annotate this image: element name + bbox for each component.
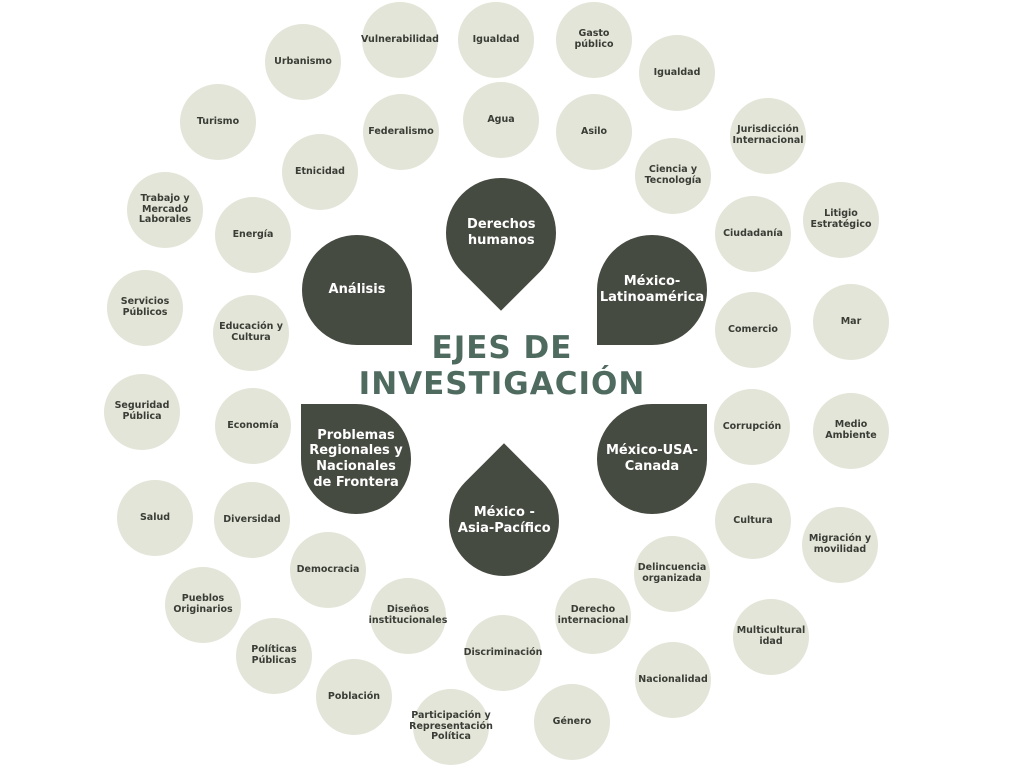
axis-mexico-asia-pacifico: México - Asia-Pacífico (426, 443, 582, 599)
topic-bubble: Corrupción (714, 389, 790, 465)
topic-bubble: Comercio (715, 292, 791, 368)
topic-bubble: Ciencia y Tecnología (635, 138, 711, 214)
topic-bubble: Derecho internacional (555, 578, 631, 654)
topic-bubble: Población (316, 659, 392, 735)
topic-bubble: Jurisdicción Internacional (730, 98, 806, 174)
topic-bubble: Diversidad (214, 482, 290, 558)
topic-bubble: Agua (463, 82, 539, 158)
axis-label: Análisis (328, 282, 386, 298)
topic-bubble: Gasto público (556, 2, 632, 78)
topic-bubble: Mar (813, 284, 889, 360)
topic-bubble: Pueblos Originarios (165, 567, 241, 643)
topic-bubble: Migración y movilidad (802, 507, 878, 583)
topic-bubble: Igualdad (639, 35, 715, 111)
topic-bubble: Turismo (180, 84, 256, 160)
topic-bubble: Participación y Representación Política (409, 689, 493, 765)
topic-bubble: Asilo (556, 94, 632, 170)
axis-derechos-humanos: Derechos humanos (423, 155, 579, 311)
topic-bubble: Género (534, 684, 610, 760)
title-line-1: EJES DE (431, 330, 573, 366)
topic-bubble: Delincuencia organizada (634, 536, 710, 612)
axis-problemas-frontera: Problemas Regionales y Nacionales de Fro… (301, 404, 411, 514)
axis-label: México - Asia-Pacífico (457, 505, 551, 536)
topic-bubble: Trabajo y Mercado Laborales (127, 172, 203, 248)
topic-bubble: Multicultural idad (733, 599, 809, 675)
topic-bubble: Salud (117, 480, 193, 556)
topic-bubble: Educación y Cultura (213, 295, 289, 371)
topic-bubble: Federalismo (363, 94, 439, 170)
topic-bubble: Litigio Estratégico (803, 182, 879, 258)
axis-label: Derechos humanos (466, 217, 536, 248)
axis-label: Problemas Regionales y Nacionales de Fro… (309, 427, 403, 490)
topic-bubble: Igualdad (458, 2, 534, 78)
axis-label: México-Latinoamérica (599, 274, 705, 305)
topic-bubble: Democracia (290, 532, 366, 608)
topic-bubble: Etnicidad (282, 134, 358, 210)
topic-bubble: Nacionalidad (635, 642, 711, 718)
topic-bubble: Urbanismo (265, 24, 341, 100)
topic-bubble: Economía (215, 388, 291, 464)
axis-mexico-usa-canada: México-USA-Canada (597, 404, 707, 514)
topic-bubble: Políticas Públicas (236, 618, 312, 694)
topic-bubble: Vulnerabilidad (361, 2, 439, 78)
topic-bubble: Medio Ambiente (813, 393, 889, 469)
title-line-2: INVESTIGACIÓN (358, 366, 646, 402)
topic-bubble: Diseños institucionales (369, 578, 447, 654)
axis-mexico-latinoamerica: México-Latinoamérica (597, 235, 707, 345)
topic-bubble: Seguridad Pública (104, 374, 180, 450)
axis-analisis: Análisis (302, 235, 412, 345)
title: EJES DE INVESTIGACIÓN (352, 330, 652, 402)
topic-bubble: Ciudadanía (715, 196, 791, 272)
topic-bubble: Energía (215, 197, 291, 273)
topic-bubble: Cultura (715, 483, 791, 559)
axis-label: México-USA-Canada (605, 443, 698, 474)
topic-bubble: Servicios Públicos (107, 270, 183, 346)
topic-bubble: Discriminación (464, 615, 542, 691)
